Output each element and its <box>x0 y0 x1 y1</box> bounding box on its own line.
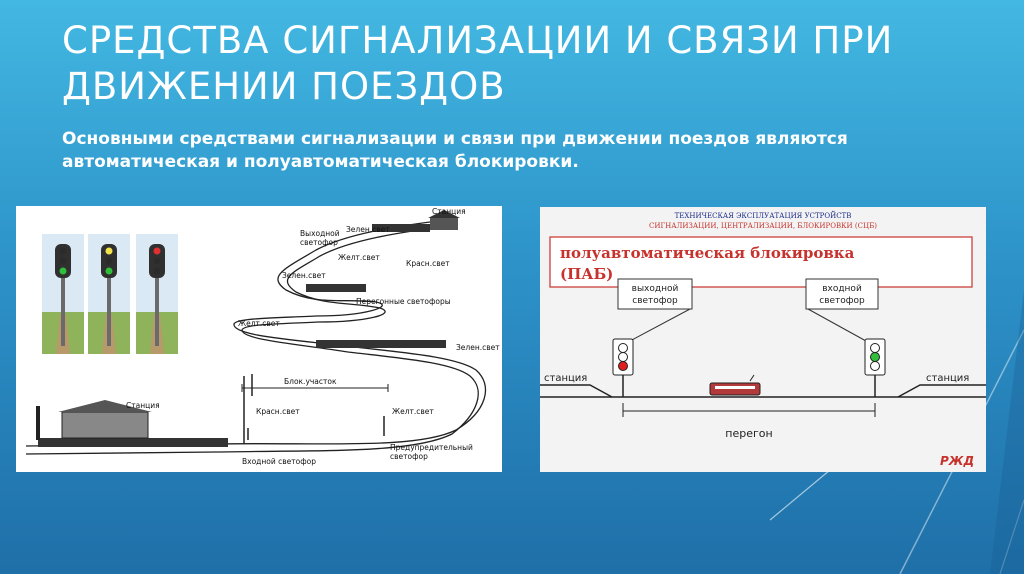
label-warning-signal-2: светофор <box>390 452 428 461</box>
signal-lamp-bottom <box>59 267 67 275</box>
label-entry-signal: Входной светофор <box>242 457 316 466</box>
track-signals <box>243 374 385 444</box>
label-yellow-left: Желт.свет <box>238 319 280 328</box>
main-track <box>540 384 986 398</box>
automatic-block-figure: Станция Зелен.свет Выходной светофор Жел… <box>16 206 502 472</box>
signal-lamp-top <box>105 247 113 255</box>
signal-photo-1 <box>42 234 84 354</box>
exit-signal-pointer <box>629 308 691 342</box>
signal-lamp-bottom <box>153 267 161 275</box>
train <box>709 374 761 396</box>
label-station-bottom: Станция <box>126 401 160 410</box>
entry-signal <box>864 338 886 397</box>
railway-track <box>25 219 487 455</box>
label-warning-signal-1: Предупредительный <box>390 443 473 452</box>
label-exit-signal-1: Выходной <box>300 229 340 238</box>
exit-signal-label-2: светофор <box>632 296 678 306</box>
exit-signal-label-1: выходной <box>632 284 679 294</box>
train-bottom <box>38 438 228 447</box>
exit-signal <box>612 338 634 397</box>
signal-lamp-top <box>153 247 161 255</box>
label-exit-signal-2: светофор <box>300 238 338 247</box>
exit-signal-box <box>617 278 693 310</box>
station-right-label: станция <box>926 373 969 384</box>
slide-title: Средства сигнализации и связи при движен… <box>62 19 894 108</box>
label-yellow-bottom: Желт.свет <box>392 407 434 416</box>
rzd-logo: РЖД <box>940 454 974 468</box>
label-pass-signals: Перегонные светофоры <box>356 297 451 306</box>
train-middle <box>306 284 366 292</box>
paб-title-line-2: (ПАБ) <box>560 265 613 283</box>
haul-label: перегон <box>725 427 772 440</box>
slide-body-text: Основными средствами сигнализации и связ… <box>62 129 848 172</box>
signal-lamp-mid <box>153 257 161 265</box>
signal-photo-3 <box>136 234 178 354</box>
train-lower <box>316 340 446 348</box>
label-green-right: Зелен.свет <box>456 343 500 352</box>
signal-lamp-mid <box>59 257 67 265</box>
signal-lamp-bottom <box>105 267 113 275</box>
station-building-bottom <box>36 400 152 440</box>
label-station-top: Станция <box>432 207 466 216</box>
label-yellow-top: Желт.свет <box>338 253 380 262</box>
block-section-bracket <box>241 384 389 392</box>
header-line-2: СИГНАЛИЗАЦИИ, ЦЕНТРАЛИЗАЦИИ, БЛОКИРОВКИ … <box>649 222 877 230</box>
signal-photo-2 <box>88 234 130 354</box>
entry-signal-box <box>805 278 879 310</box>
entry-signal-label-2: светофор <box>819 296 865 306</box>
label-red-top: Красн.свет <box>406 259 450 268</box>
label-red-bottom: Красн.свет <box>256 407 300 416</box>
train-top <box>372 224 430 232</box>
signal-lamp-top <box>59 247 67 255</box>
entry-signal-pointer <box>807 308 867 342</box>
station-left-label: станция <box>544 373 587 384</box>
label-green-top: Зелен.свет <box>346 225 390 234</box>
station-building-top <box>428 210 460 230</box>
label-block-section: Блок.участок <box>284 377 337 386</box>
haul-bracket <box>622 403 876 417</box>
semi-automatic-block-figure: ТЕХНИЧЕСКАЯ ЭКСПЛУАТАЦИЯ УСТРОЙСТВ СИГНА… <box>540 207 986 472</box>
label-green-mid: Зелен.свет <box>282 271 326 280</box>
signal-lamp-mid <box>105 257 113 265</box>
paб-title-line-1: полуавтоматическая блокировка <box>560 244 855 262</box>
entry-signal-label-1: входной <box>822 284 862 294</box>
header-line-1: ТЕХНИЧЕСКАЯ ЭКСПЛУАТАЦИЯ УСТРОЙСТВ <box>675 211 852 220</box>
